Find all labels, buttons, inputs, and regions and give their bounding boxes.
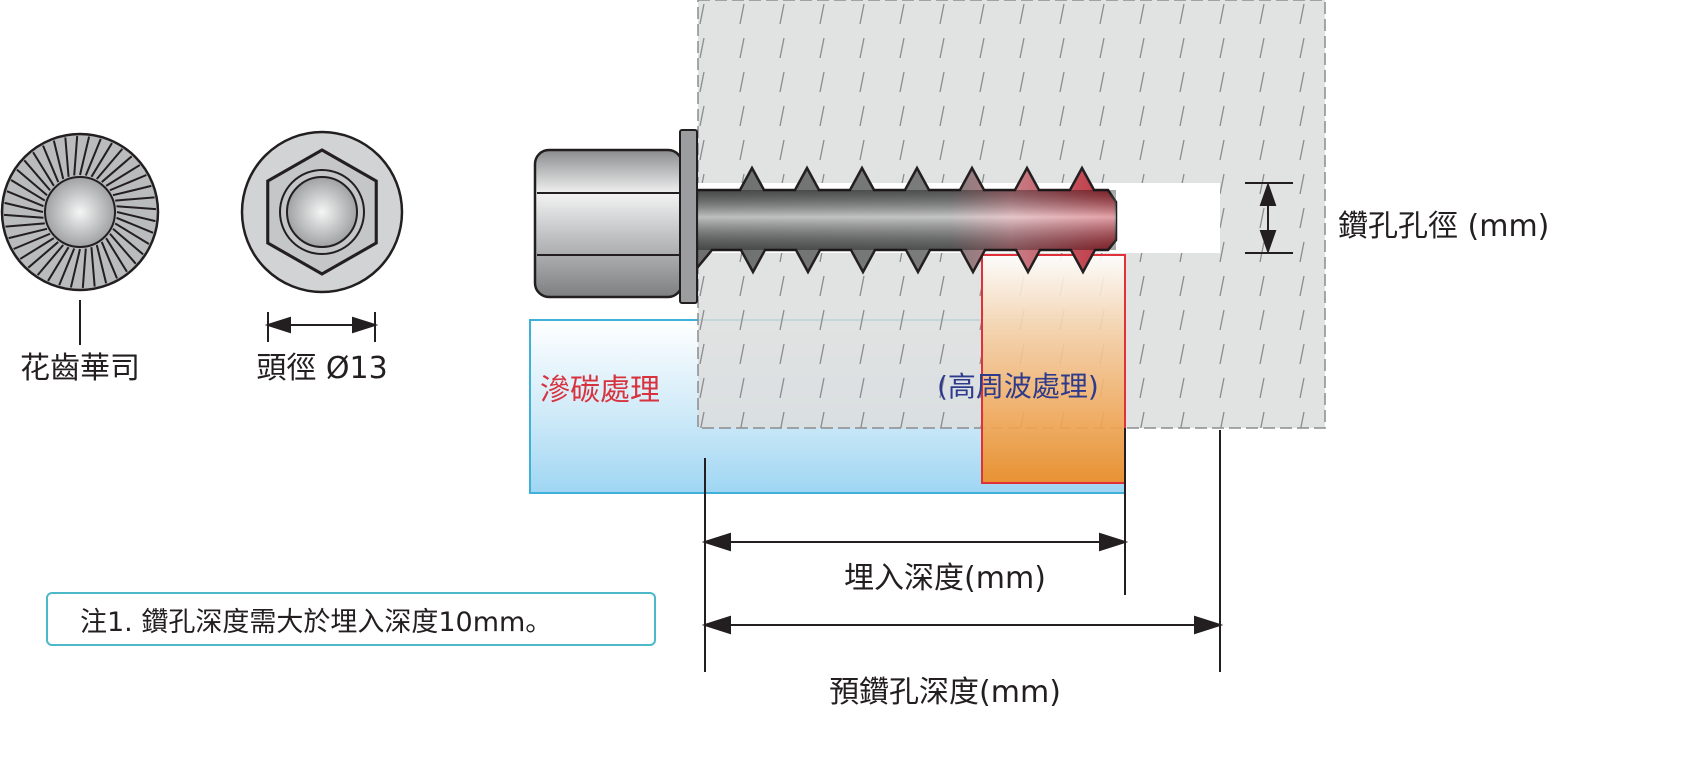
washer-serration [52,140,65,180]
washer-serration [47,246,70,282]
head-diameter-dimension [264,312,379,342]
drill-diameter-label: 鑽孔孔徑 (mm) [1338,209,1549,244]
predrill-depth-label: 預鑽孔深度(mm) [829,675,1061,710]
washer-serration [36,244,64,276]
washer-serration [64,137,70,177]
washer-serration [109,233,137,265]
washer-serration [58,248,76,286]
washer-serration [79,136,91,176]
screw-head-top-view [240,130,404,294]
washer-serration [109,174,147,192]
washer-serration [90,247,96,287]
washer-serration [116,205,157,211]
washer-serration [13,232,51,250]
washer-serration [105,164,141,187]
washer-serration [81,248,87,289]
note-box: 注1. 鑽孔深度需大於埋入深度10mm。 [46,592,656,646]
embed-depth-label: 埋入深度(mm) [844,561,1046,596]
washer-serration [112,184,152,197]
washer-label: 花齒華司 [20,351,140,386]
serrated-washer-view [0,132,160,345]
dimension-lines [701,181,1293,672]
washer-serration [23,159,51,191]
washer-serration [101,155,133,183]
flange-washer [679,129,698,304]
washer-serration [6,190,44,208]
washer-serration [32,151,55,187]
washer-serration [116,216,154,234]
washer-serration [69,248,81,288]
screw [533,129,1118,304]
washer-serration [105,237,128,273]
washer-serration [95,244,108,284]
induction-zone [981,254,1126,484]
washer-serration [16,168,48,196]
washer-serration [115,196,155,202]
washer-serration [19,237,55,260]
washer-serration [8,227,48,240]
washer-serration [96,148,124,180]
washer-serration [73,135,79,176]
washer-serration [90,142,113,178]
washer-serration [42,145,60,183]
washer-serration [10,179,46,202]
note-text: 注1. 鑽孔深度需大於埋入深度10mm。 [80,606,553,638]
washer-serration [27,241,59,269]
washer-serration [4,201,44,213]
washer-serration [114,222,150,245]
washer-serration [5,222,45,228]
washer-serration [116,211,156,223]
washer-serration [3,213,44,219]
washer-serration [100,241,118,279]
carburizing-label: 滲碳處理 [540,373,660,408]
washer-serration [84,138,102,176]
induction-label: (高周波處理) [937,370,1099,403]
screw-head [533,148,684,299]
washer-serration [112,228,144,256]
head-diameter-label: 頭徑 Ø13 [256,351,387,386]
